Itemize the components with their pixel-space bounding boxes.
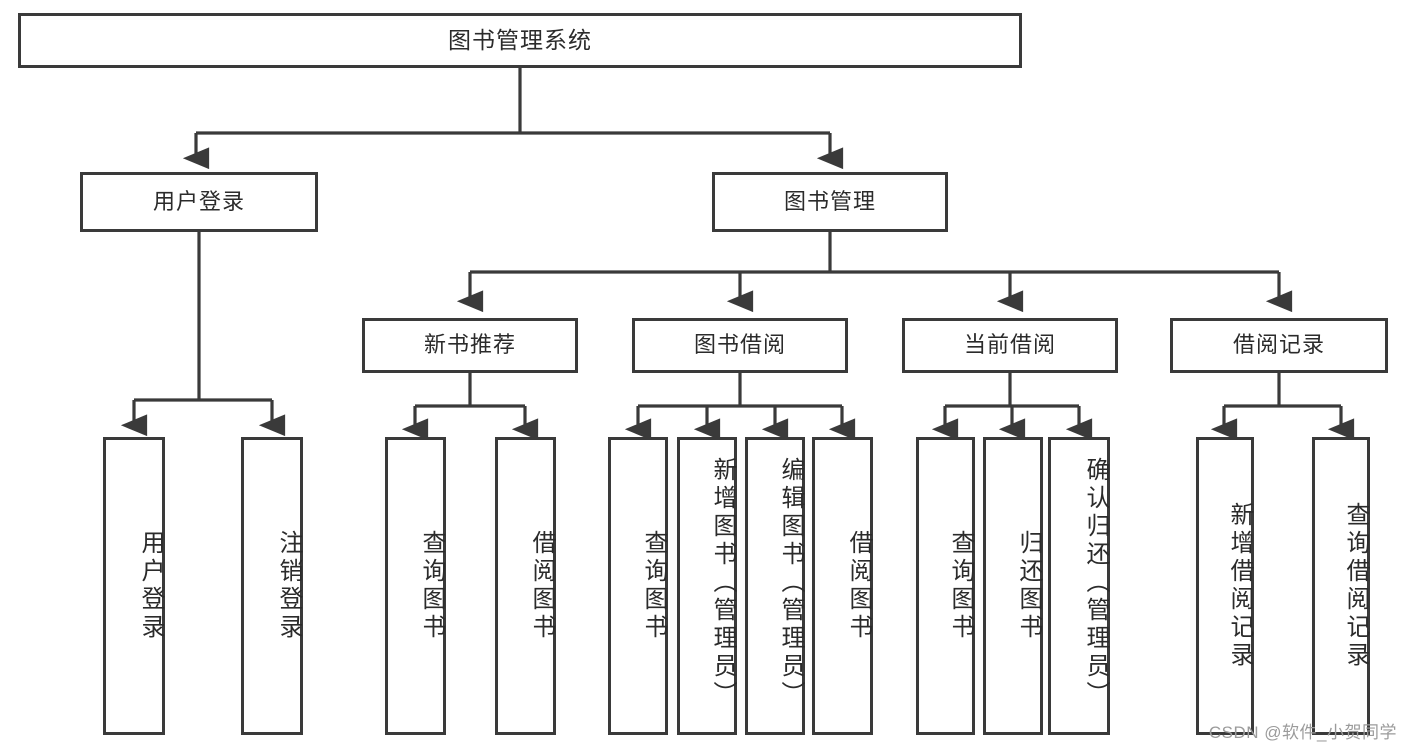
leaf-book-borrow-add[interactable]: 新增图书（管理员） <box>677 437 737 735</box>
leaf-current-borrow-query[interactable]: 查询图书 <box>916 437 975 735</box>
node-label: 借阅记录 <box>1232 332 1325 358</box>
node-label: 用户登录 <box>137 530 164 642</box>
node-current-borrow[interactable]: 当前借阅 <box>902 318 1118 373</box>
node-label: 归还图书 <box>1015 530 1042 642</box>
node-label: 图书管理 <box>783 188 876 214</box>
node-label: 新增借阅记录 <box>1226 502 1253 670</box>
node-book-borrow[interactable]: 图书借阅 <box>632 318 848 373</box>
node-new-book-recommend[interactable]: 新书推荐 <box>362 318 578 373</box>
node-label: 借阅图书 <box>528 530 555 642</box>
node-label: 图书借阅 <box>693 332 786 358</box>
node-label: 查询图书 <box>418 530 445 642</box>
node-user-login[interactable]: 用户登录 <box>80 172 318 232</box>
watermark-csdn: CSDN @软件_小贺同学 <box>1208 723 1397 742</box>
node-label: 新增图书（管理员） <box>709 457 736 709</box>
node-label: 图书管理系统 <box>448 26 592 53</box>
leaf-book-borrow-borrow[interactable]: 借阅图书 <box>812 437 873 735</box>
leaf-new-book-borrow[interactable]: 借阅图书 <box>495 437 556 735</box>
node-label: 用户登录 <box>152 188 245 214</box>
node-label: 当前借阅 <box>963 332 1056 358</box>
leaf-current-borrow-confirm-return[interactable]: 确认归还（管理员） <box>1048 437 1110 735</box>
node-label: 借阅图书 <box>845 530 872 642</box>
node-label: 确认归还（管理员） <box>1082 457 1109 709</box>
node-book-management[interactable]: 图书管理 <box>712 172 948 232</box>
node-borrow-record[interactable]: 借阅记录 <box>1170 318 1388 373</box>
node-root-book-management-system[interactable]: 图书管理系统 <box>18 13 1022 68</box>
leaf-user-login-logout[interactable]: 注销登录 <box>241 437 303 735</box>
leaf-current-borrow-return[interactable]: 归还图书 <box>983 437 1043 735</box>
node-label: 注销登录 <box>275 530 302 642</box>
node-label: 查询图书 <box>947 530 974 642</box>
leaf-book-borrow-edit[interactable]: 编辑图书（管理员） <box>745 437 805 735</box>
node-label: 查询图书 <box>640 530 667 642</box>
node-label: 编辑图书（管理员） <box>777 457 804 709</box>
leaf-book-borrow-query[interactable]: 查询图书 <box>608 437 668 735</box>
node-label: 查询借阅记录 <box>1342 502 1369 670</box>
node-label: 新书推荐 <box>423 332 516 358</box>
leaf-user-login-login[interactable]: 用户登录 <box>103 437 165 735</box>
leaf-borrow-record-add[interactable]: 新增借阅记录 <box>1196 437 1254 735</box>
leaf-borrow-record-query[interactable]: 查询借阅记录 <box>1312 437 1370 735</box>
leaf-new-book-query[interactable]: 查询图书 <box>385 437 446 735</box>
